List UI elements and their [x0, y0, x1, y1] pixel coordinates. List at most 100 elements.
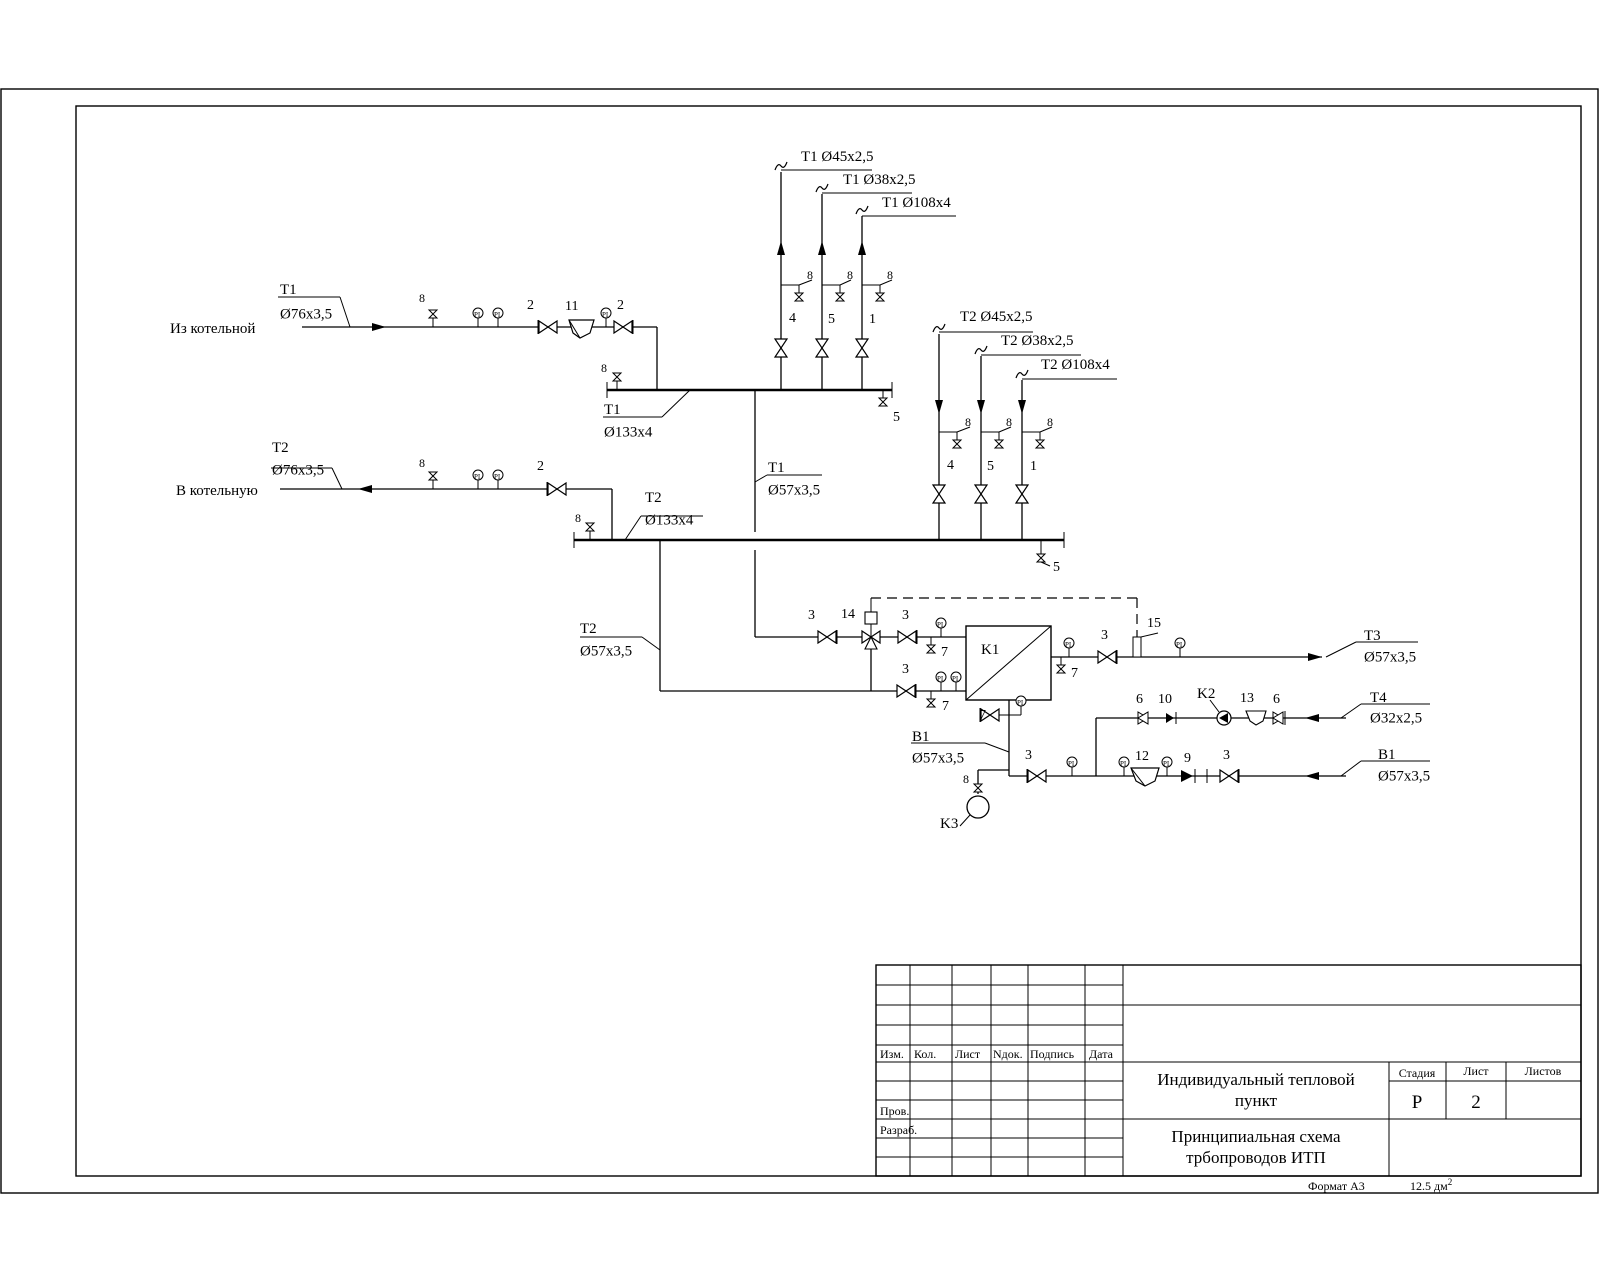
t1-header-dim: Ø133x4 — [604, 425, 653, 441]
svg-text:5: 5 — [893, 410, 900, 425]
svg-text:8: 8 — [601, 361, 607, 375]
svg-text:6: 6 — [1136, 692, 1143, 707]
col-kol: Кол. — [914, 1047, 936, 1061]
k1-label: K1 — [981, 642, 999, 658]
t3-dim: Ø57x3,5 — [1364, 650, 1416, 666]
svg-text:8: 8 — [963, 772, 969, 786]
inner-frame — [75, 105, 1582, 1177]
svg-text:PI: PI — [1065, 641, 1072, 649]
t2-branches: T2 Ø45x2,5 4 8 T2 Ø38x2,5 5 8 T2 Ø108x4 … — [932, 309, 1117, 540]
t2-header-code: T2 — [645, 490, 662, 506]
t4-dim: Ø32x2,5 — [1370, 711, 1422, 727]
svg-text:10: 10 — [1158, 692, 1172, 707]
prov-label: Пров. — [880, 1104, 909, 1118]
svg-text:7: 7 — [941, 645, 948, 660]
t1-inlet-line: T1 Ø76x3,5 8 PI PI 2 11 PI 2 — [278, 282, 658, 390]
label-8: 8 — [419, 291, 425, 305]
svg-text:7: 7 — [1071, 666, 1078, 681]
stage-label: Стадия — [1399, 1066, 1436, 1080]
format-label: Формат A3 — [1308, 1179, 1365, 1193]
svg-text:8: 8 — [1047, 415, 1053, 429]
svg-text:PI: PI — [937, 621, 944, 629]
col-izm: Изм. — [880, 1047, 904, 1061]
svg-text:PI: PI — [1163, 760, 1170, 768]
k2-label: K2 — [1197, 686, 1215, 702]
svg-text:6: 6 — [1273, 692, 1280, 707]
t1-branch-2-label: T1 Ø38x2,5 — [843, 172, 916, 188]
svg-text:13: 13 — [1240, 691, 1254, 706]
svg-text:12: 12 — [1135, 749, 1149, 764]
t1-inlet-dim: Ø76x3,5 — [280, 307, 332, 323]
svg-text:7: 7 — [942, 699, 949, 714]
outer-frame — [0, 88, 1599, 1194]
col-data: Дата — [1089, 1047, 1114, 1061]
svg-text:4: 4 — [789, 311, 796, 326]
t2-branch-1-label: T2 Ø45x2,5 — [960, 309, 1033, 325]
svg-text:PI: PI — [1176, 641, 1183, 649]
v1-right-code: B1 — [1378, 747, 1396, 763]
svg-text:PI: PI — [1068, 760, 1075, 768]
svg-text:3: 3 — [808, 608, 815, 623]
svg-text:9: 9 — [1184, 751, 1191, 766]
svg-text:2: 2 — [527, 298, 534, 313]
svg-text:8: 8 — [807, 268, 813, 282]
t1-header: 8 T1 Ø133x4 5 — [601, 361, 900, 441]
svg-text:2: 2 — [617, 298, 624, 313]
t2-mid-dim: Ø57x3,5 — [580, 644, 632, 660]
svg-text:PI: PI — [494, 311, 501, 319]
svg-text:8: 8 — [965, 415, 971, 429]
t2-branch-3-label: T2 Ø108x4 — [1041, 357, 1110, 373]
svg-text:8: 8 — [887, 268, 893, 282]
svg-text:8: 8 — [847, 268, 853, 282]
sheet-label: Лист — [1463, 1064, 1489, 1078]
svg-text:1: 1 — [1030, 459, 1037, 474]
svg-text:8: 8 — [575, 511, 581, 525]
t2-mid-code: T2 — [580, 621, 597, 637]
svg-text:11: 11 — [565, 299, 578, 314]
cold-water-section: 7 PI 8 K3 B1 Ø57x3,5 3 PI PI 12 PI 9 — [911, 686, 1430, 832]
sheet-value: 2 — [1471, 1092, 1481, 1113]
t3-outlet-line: PI 7 3 15 PI T3 Ø57x3,5 — [1051, 616, 1418, 681]
t2-return-code: T2 — [272, 440, 289, 456]
svg-text:PI: PI — [602, 311, 609, 319]
svg-text:3: 3 — [1025, 748, 1032, 763]
heat-exchanger-supply: 3 14 3 PI 7 — [754, 550, 1138, 660]
col-list: Лист — [955, 1047, 981, 1061]
svg-text:3: 3 — [1101, 628, 1108, 643]
t3-code: T3 — [1364, 628, 1381, 644]
v1-left-code: B1 — [912, 729, 930, 745]
svg-text:1: 1 — [869, 312, 876, 327]
svg-text:3: 3 — [902, 662, 909, 677]
svg-text:PI: PI — [952, 675, 959, 683]
svg-text:3: 3 — [1223, 748, 1230, 763]
t2-return-dim: Ø76x3,5 — [272, 463, 324, 479]
title-block: Изм. Кол. Лист Nдок. Подпись Дата Пров. … — [875, 964, 1582, 1193]
t1-header-code: T1 — [604, 402, 621, 418]
v1-left-dim: Ø57x3,5 — [912, 751, 964, 767]
svg-text:2: 2 — [537, 459, 544, 474]
t1-down-line: T1 Ø57x3,5 — [754, 390, 822, 532]
svg-text:4: 4 — [947, 458, 954, 473]
to-boiler-label: В котельную — [176, 483, 258, 499]
t1-branch-3-label: T1 Ø108x4 — [882, 195, 951, 211]
svg-text:PI: PI — [494, 473, 501, 481]
area-label: 12.5 дм2 — [1410, 1177, 1452, 1193]
svg-text:5: 5 — [987, 459, 994, 474]
t2-return-line: T2 Ø76x3,5 8 PI PI 2 — [271, 440, 613, 540]
svg-text:5: 5 — [1053, 560, 1060, 575]
k3-label: K3 — [940, 816, 958, 832]
svg-text:PI: PI — [474, 311, 481, 319]
svg-text:PI: PI — [1017, 699, 1024, 707]
stage-value: P — [1412, 1092, 1423, 1113]
from-boiler-label: Из котельной — [170, 321, 255, 337]
v1-right-dim: Ø57x3,5 — [1378, 769, 1430, 785]
svg-text:14: 14 — [841, 607, 855, 622]
sheets-label: Листов — [1525, 1064, 1562, 1078]
t2-header: 8 T2 Ø133x4 5 — [573, 490, 1065, 575]
heat-exchanger-return: T2 Ø57x3,5 3 PI PI 7 — [580, 540, 966, 714]
t4-code: T4 — [1370, 690, 1387, 706]
svg-text:PI: PI — [937, 675, 944, 683]
svg-text:3: 3 — [902, 608, 909, 623]
t1-branch-1-label: T1 Ø45x2,5 — [801, 149, 874, 165]
